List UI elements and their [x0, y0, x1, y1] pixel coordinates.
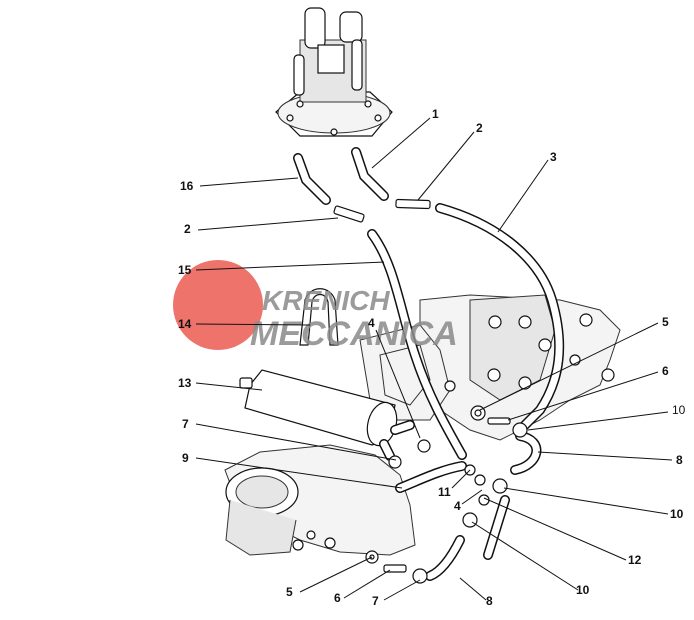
callout-8-right: 8 [676, 453, 683, 467]
callout-1: 1 [432, 107, 439, 121]
callout-16: 16 [180, 179, 194, 193]
watermark-text-1: KRENICH [262, 285, 390, 316]
hose-fitting-2 [333, 198, 431, 223]
callout-4-upper: 4 [368, 316, 375, 330]
callout-8-bottom: 8 [486, 594, 493, 608]
callout-10-middle: 10 [670, 507, 684, 521]
hose-9 [395, 461, 467, 493]
callout-11: 11 [438, 485, 451, 499]
callout-10-lower: 10 [576, 583, 590, 597]
leader-lines [195, 117, 673, 601]
callout-15: 15 [178, 263, 192, 277]
watermark-circle [173, 260, 263, 350]
callout-2-top: 2 [476, 121, 483, 135]
fuel-filter-13 [239, 369, 415, 461]
callout-6-bottom: 6 [334, 591, 341, 605]
hose-long-3 [435, 203, 565, 435]
callout-14: 14 [178, 317, 192, 331]
hose-8-lower [425, 535, 465, 581]
callout-3: 3 [550, 150, 557, 164]
callout-7-left: 7 [182, 417, 189, 431]
callout-6-right: 6 [662, 364, 669, 378]
callout-7-bottom: 7 [372, 594, 379, 608]
watermark-text-2: MECCANICA [250, 315, 458, 353]
callout-5-bottom: 5 [286, 585, 293, 599]
hose-8-upper [510, 431, 542, 475]
bracket-14 [299, 288, 339, 346]
callout-10-upper: 10 [672, 403, 686, 417]
callout-12: 12 [628, 553, 642, 567]
lower-casting [224, 444, 416, 556]
hose-long-15 [367, 229, 467, 460]
callout-5-right: 5 [662, 315, 669, 329]
callout-labels: 1 2 3 16 2 15 14 4 5 6 13 10 7 8 9 11 4 … [178, 107, 686, 608]
callout-9: 9 [182, 451, 189, 465]
hose-elbow-16 [293, 153, 331, 205]
hose-12 [483, 495, 510, 560]
clamps-and-washers [365, 380, 528, 584]
callout-2-left: 2 [184, 222, 191, 236]
callout-4-lower: 4 [454, 499, 461, 513]
krenich-meccanica-watermark: KRENICH MECCANICA [173, 260, 458, 353]
hose-elbow-1 [351, 147, 389, 201]
callout-13: 13 [178, 376, 192, 390]
fuel-pump-assembly [275, 7, 393, 137]
